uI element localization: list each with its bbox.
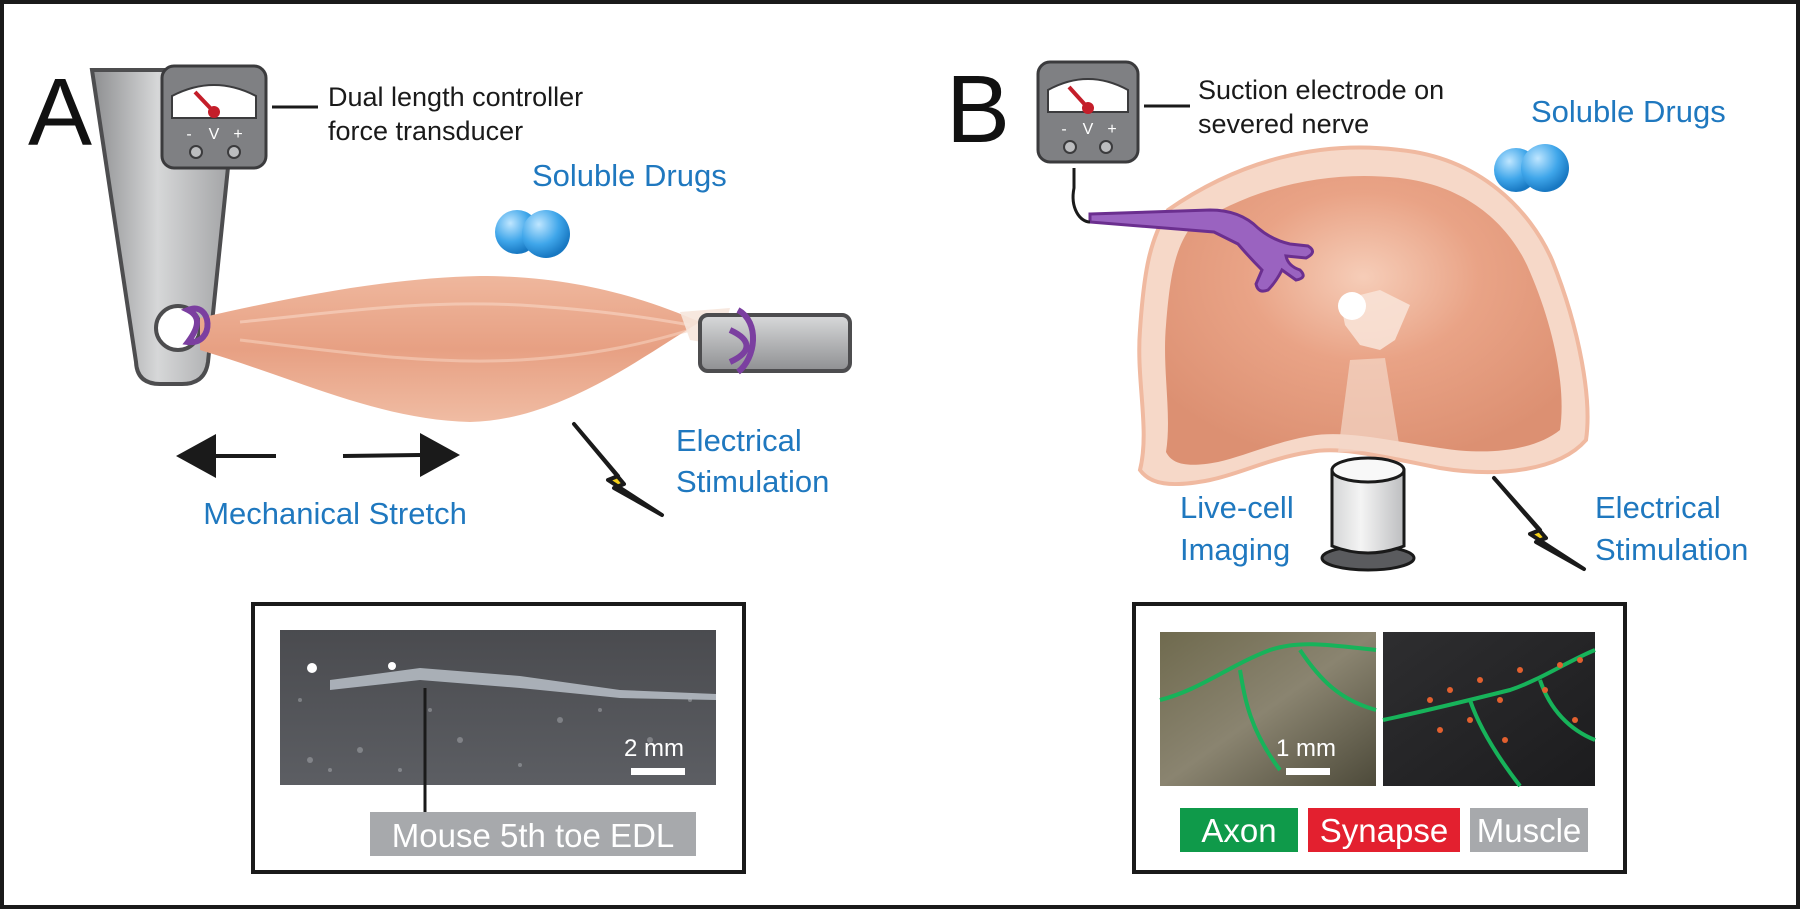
meter-b-volt: V: [1083, 121, 1094, 138]
scale-label-a: 2 mm: [624, 735, 684, 762]
scale-bar-a: [631, 768, 685, 775]
edl-muscle: [200, 276, 700, 422]
fluorescence-photo: [1383, 632, 1595, 786]
legend-axon-label: Axon: [1201, 812, 1276, 849]
electrical-b-line1: Electrical: [1595, 490, 1721, 525]
meter-volt: V: [209, 126, 220, 143]
synapse-dots: [1427, 657, 1583, 743]
legend-muscle-label: Muscle: [1477, 812, 1582, 849]
caption-a-text: Mouse 5th toe EDL: [392, 817, 675, 854]
imaging-cone: [1338, 358, 1400, 452]
legend-synapse-label: Synapse: [1320, 812, 1448, 849]
electrical-a-line1: Electrical: [676, 423, 802, 458]
panel-b-letter: B: [946, 56, 1010, 163]
drug-molecule-a: [495, 210, 570, 258]
callout-b-line1: Suction electrode on: [1198, 75, 1444, 105]
mechanical-stretch-label: Mechanical Stretch: [203, 496, 467, 531]
meter-minus: -: [186, 126, 191, 143]
callout-a-line1: Dual length controller: [328, 82, 583, 112]
soluble-drugs-a-label: Soluble Drugs: [532, 158, 727, 193]
electrical-b-line2: Stimulation: [1595, 532, 1748, 567]
brightfield-photo: [1160, 632, 1376, 786]
panel-b: B - V + Suction electrode on severed ner…: [946, 56, 1748, 874]
suture-right: [728, 307, 756, 375]
legend-axon-swatch: [1180, 808, 1298, 852]
suture-left: [180, 305, 211, 346]
lightning-bolt-b-icon: [1492, 476, 1586, 571]
stretch-arrows: [176, 433, 460, 478]
meter-b-plus: +: [1107, 121, 1116, 138]
soluble-drugs-b-label: Soluble Drugs: [1531, 94, 1726, 129]
legend-muscle-swatch: [1470, 808, 1588, 852]
panel-a-letter: A: [28, 59, 92, 166]
force-meter: - V +: [160, 64, 268, 170]
callout-b-line2: severed nerve: [1198, 109, 1369, 139]
callout-a-line2: force transducer: [328, 116, 523, 146]
legend-synapse-swatch: [1308, 808, 1460, 852]
meter-b-dial: [1047, 78, 1129, 113]
edl-specimen: [330, 668, 716, 700]
fixed-rod: [698, 313, 852, 373]
electrode-wire: [1071, 168, 1091, 224]
imaging-line1: Live-cell: [1180, 490, 1294, 525]
arrow-right-icon: [420, 433, 460, 477]
axon-branches-left: [1159, 642, 1377, 772]
lightning-bolt-a-icon: [572, 422, 664, 517]
caption-a-bg: [370, 812, 696, 856]
meter-b-minus: -: [1061, 121, 1066, 138]
panel-a: A - V + Dual length controller force tra…: [28, 59, 852, 874]
scale-bar-b: [1286, 768, 1330, 775]
meter-dial: [171, 84, 257, 119]
scale-label-b: 1 mm: [1276, 735, 1336, 762]
suction-meter: - V +: [1036, 60, 1140, 164]
imaging-line2: Imaging: [1180, 532, 1290, 567]
severed-nerve: [1088, 208, 1314, 293]
meter-plus: +: [233, 126, 242, 143]
edl-photo: [280, 630, 716, 785]
drug-molecule-b: [1494, 144, 1569, 192]
electrical-a-line2: Stimulation: [676, 464, 829, 499]
arrow-left-icon: [176, 434, 216, 478]
microscope-objective-icon: [1320, 456, 1416, 572]
